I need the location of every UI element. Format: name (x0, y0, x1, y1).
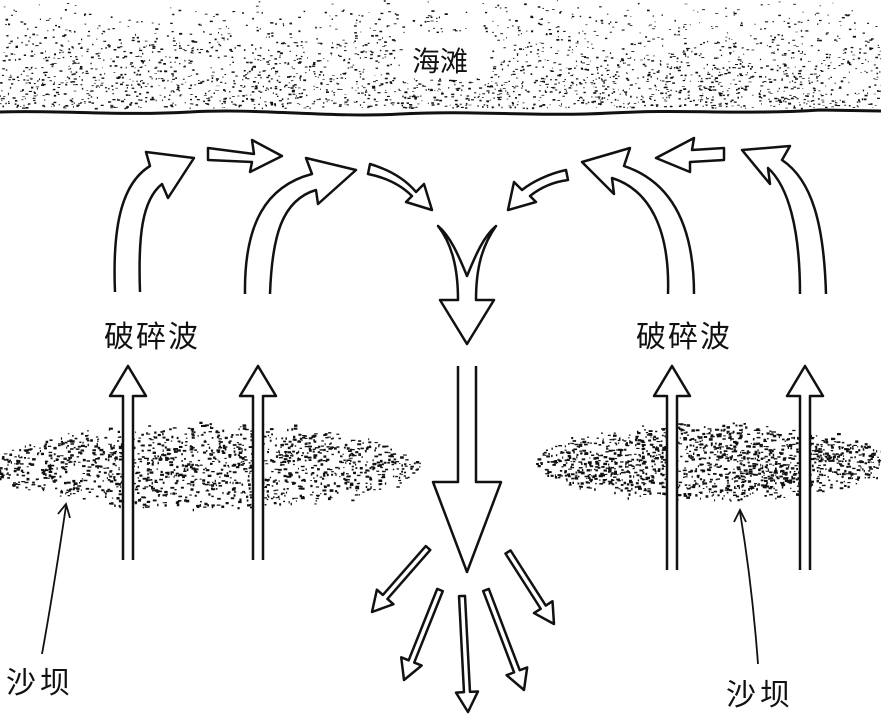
shoreline (0, 108, 881, 117)
beach-sand-texture (0, 0, 881, 110)
sandbar-label-right: 沙坝 (726, 678, 794, 713)
wave-arrow-right-2 (785, 364, 825, 570)
wave-arrow-left-2 (238, 364, 278, 560)
sandbar-textures (0, 421, 881, 512)
sandbar-pointer-left (41, 505, 67, 655)
dispersal-arrow-3 (454, 594, 480, 714)
shore-arrow-left-2 (366, 162, 434, 212)
sandbar-label-left: 沙坝 (6, 666, 74, 701)
shore-arrow-right-2 (506, 168, 570, 212)
dispersal-arrow-1 (370, 544, 432, 614)
wave-arrow-right-1 (652, 364, 692, 570)
sandbar-pointer-right-head (733, 507, 747, 523)
curve-arrow-left-1 (113, 150, 196, 293)
shore-arrow-right-1 (654, 136, 726, 174)
sandbar (0, 421, 421, 512)
dispersal-arrow-5 (504, 549, 556, 626)
converge-arrow (436, 224, 498, 346)
wave-arrow-left-1 (108, 364, 148, 560)
breaking-waves-label-right: 破碎波 (636, 320, 732, 355)
shore-arrow-left-1 (206, 138, 284, 174)
dispersal-arrow-2 (399, 587, 445, 682)
sandbar (536, 422, 881, 502)
sandbar-pointer-right (739, 511, 759, 665)
curve-arrow-right-2 (740, 144, 828, 295)
beach-label: 海滩 (412, 45, 469, 78)
curve-arrow-left-2 (243, 156, 358, 295)
curve-arrow-right-1 (580, 146, 696, 295)
dispersal-arrow-4 (481, 587, 529, 692)
breaking-waves-label-left: 破碎波 (104, 320, 200, 355)
sandbar-pointer-left-head (57, 502, 71, 519)
rip-current-arrow (431, 366, 503, 574)
